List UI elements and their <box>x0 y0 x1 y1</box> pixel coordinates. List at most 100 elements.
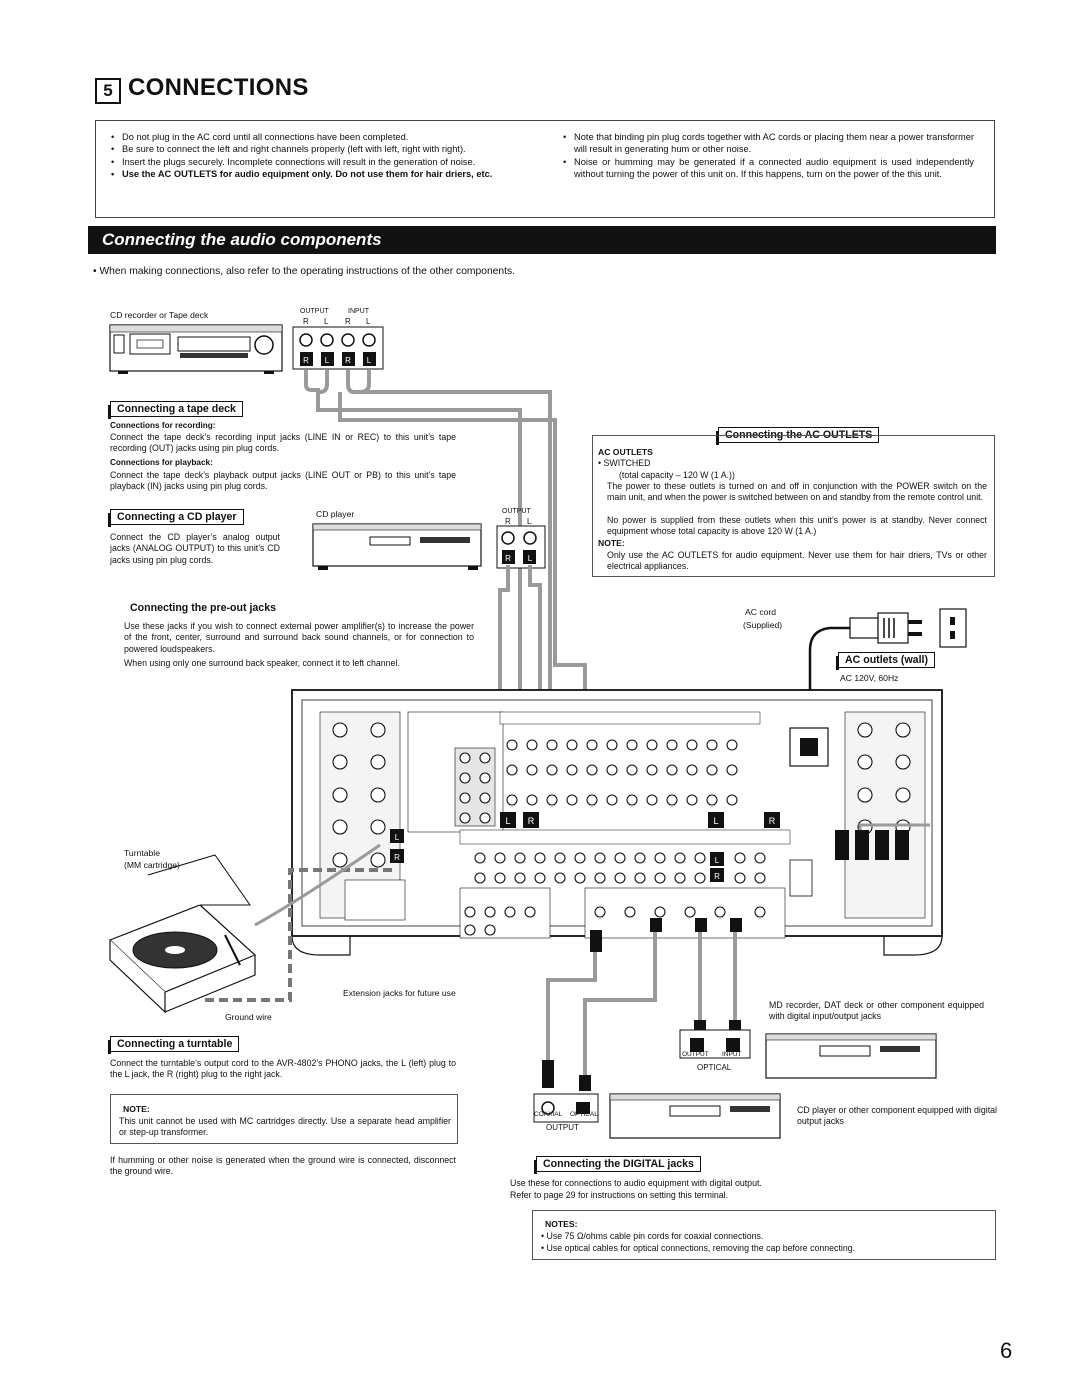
cd-jacks: R L <box>496 525 546 569</box>
turntable-note-text: This unit cannot be used with MC cartrid… <box>119 1116 451 1138</box>
coaxial-label: COAXIAL <box>534 1111 563 1118</box>
cd-device-label: CD player <box>316 509 355 519</box>
cd-player-illustration <box>312 523 482 570</box>
digital-note-text: Use 75 Ω/ohms cable pin cords for coaxia… <box>546 1231 764 1241</box>
ac-switched: • SWITCHED <box>598 458 651 468</box>
warning-item: Note that binding pin plug cords togethe… <box>560 131 974 156</box>
digital-plugs <box>542 918 742 1091</box>
cd-digital-output-label: OUTPUT <box>546 1123 579 1132</box>
turntable-heading: Connecting a turntable <box>107 1036 240 1054</box>
md-output-label: OUTPUT <box>682 1051 709 1058</box>
jack-label: L <box>366 317 371 326</box>
panel-jacks <box>332 722 911 936</box>
svg-text:L: L <box>505 816 510 826</box>
ac-text-1: The power to these outlets is turned on … <box>607 481 987 503</box>
digital-note-text: Use optical cables for optical connectio… <box>546 1243 856 1253</box>
preout-text-2: When using only one surround back speake… <box>124 658 400 668</box>
section-heading: Connecting the audio components <box>88 226 996 254</box>
intro-label: When making connections, also refer to t… <box>99 266 516 277</box>
jack-label: L <box>324 317 329 326</box>
md-recorder-illustration <box>679 1029 937 1079</box>
digital-text-2: Refer to page 29 for instructions on set… <box>510 1190 729 1200</box>
md-device-label: MD recorder, DAT deck or other component… <box>769 1000 984 1022</box>
jack-label: L <box>527 517 532 526</box>
tape-deck-heading: Connecting a tape deck <box>108 401 243 419</box>
tape-input-label: INPUT <box>348 308 369 315</box>
warnings-right: Note that binding pin plug cords togethe… <box>560 131 974 181</box>
intro-text: • When making connections, also refer to… <box>93 266 516 277</box>
svg-text:R: R <box>769 816 776 826</box>
svg-text:R: R <box>714 872 720 881</box>
ac-wall-heading: AC outlets (wall) <box>836 652 935 670</box>
jack-label: R <box>505 517 511 526</box>
digital-text-1: Use these for connections to audio equip… <box>510 1178 762 1188</box>
svg-text:R: R <box>505 554 511 563</box>
digital-note-item: • Use optical cables for optical connect… <box>541 1243 856 1253</box>
svg-text:L: L <box>528 554 533 563</box>
cd-player-text: Connect the CD player’s analog output ja… <box>110 532 280 565</box>
receiver-rear-panel <box>291 689 943 956</box>
ac-note-title: NOTE: <box>598 538 625 548</box>
playback-text: Connect the tape deck’s playback output … <box>110 470 456 492</box>
turntable-note-box: NOTE: This unit cannot be used with MC c… <box>110 1094 458 1144</box>
tape-output-label: OUTPUT <box>300 308 329 315</box>
hum-text: If humming or other noise is generated w… <box>110 1155 456 1177</box>
jack-label: R <box>345 317 351 326</box>
ac-wall-spec: AC 120V, 60Hz <box>840 673 899 683</box>
turntable-sub: (MM cartridge) <box>124 860 180 870</box>
tape-cables <box>304 370 552 820</box>
warning-item: Noise or humming may be generated if a c… <box>560 156 974 181</box>
preout-text: Use these jacks if you wish to connect e… <box>124 621 474 654</box>
digital-note-item: • Use 75 Ω/ohms cable pin cords for coax… <box>541 1231 764 1241</box>
section-number: 5 <box>95 78 121 104</box>
tape-deck-illustration <box>109 324 283 374</box>
jack-label: R <box>303 317 309 326</box>
svg-text:L: L <box>715 856 720 865</box>
digital-notes-title: NOTES: <box>545 1219 578 1229</box>
ac-cord-label: AC cord <box>745 607 777 617</box>
ac-capacity: (total capacity – 120 W (1 A.)) <box>619 470 735 480</box>
svg-text:L: L <box>713 816 718 826</box>
digital-jacks-heading: Connecting the DIGITAL jacks <box>534 1156 701 1174</box>
turntable-text: Connect the turntable’s output cord to t… <box>110 1058 456 1080</box>
warning-item: Do not plug in the AC cord until all con… <box>108 131 522 144</box>
extension-jacks-label: Extension jacks for future use <box>343 988 456 998</box>
svg-text:R: R <box>345 356 351 365</box>
svg-text:R: R <box>394 853 400 862</box>
cd-player-heading: Connecting a CD player <box>108 509 244 527</box>
warning-item: Insert the plugs securely. Incomplete co… <box>108 156 522 169</box>
cd-player-digital-illustration <box>533 1093 781 1139</box>
svg-text:R: R <box>528 816 535 826</box>
svg-text:R: R <box>303 356 309 365</box>
optical-label: OPTICAL <box>570 1111 598 1118</box>
turntable-illustration <box>108 854 257 1014</box>
ac-cord-sub: (Supplied) <box>743 620 783 630</box>
ac-note-text: Only use the AC OUTLETS for audio equipm… <box>607 550 987 572</box>
digital-notes-box: NOTES: • Use 75 Ω/ohms cable pin cords f… <box>532 1210 996 1260</box>
svg-text:L: L <box>367 356 372 365</box>
preout-heading: Connecting the pre-out jacks <box>130 602 276 614</box>
warning-item-bold: Use the AC OUTLETS for audio equipment o… <box>108 168 522 181</box>
warnings-left: Do not plug in the AC cord until all con… <box>108 131 522 181</box>
ac-outlets-box: AC OUTLETS • SWITCHED (total capacity – … <box>592 435 995 577</box>
recording-subheading: Connections for recording: <box>110 421 216 430</box>
recording-text: Connect the tape deck’s recording input … <box>110 432 456 454</box>
cd-digital-device-label: CD player or other component equipped wi… <box>797 1105 998 1127</box>
warning-item: Be sure to connect the left and right ch… <box>108 143 522 156</box>
svg-text:L: L <box>395 833 400 842</box>
warnings-box: Do not plug in the AC cord until all con… <box>95 120 995 218</box>
tape-jacks: R L R L <box>292 326 384 370</box>
ground-wire-label: Ground wire <box>225 1012 272 1022</box>
panel-plugs: L R L R L R L R <box>390 812 780 882</box>
md-optical-label: OPTICAL <box>697 1063 732 1072</box>
turntable-note-title: NOTE: <box>123 1104 150 1114</box>
page-title: CONNECTIONS <box>128 74 309 101</box>
cd-output-label: OUTPUT <box>502 508 531 515</box>
playback-subheading: Connections for playback: <box>110 458 213 467</box>
tape-device-label: CD recorder or Tape deck <box>110 310 209 320</box>
preout-plugs <box>835 830 909 860</box>
page-number: 6 <box>1000 1338 1013 1363</box>
ac-text-2: No power is supplied from these outlets … <box>607 515 987 537</box>
ac-box-title: AC OUTLETS <box>598 447 653 457</box>
